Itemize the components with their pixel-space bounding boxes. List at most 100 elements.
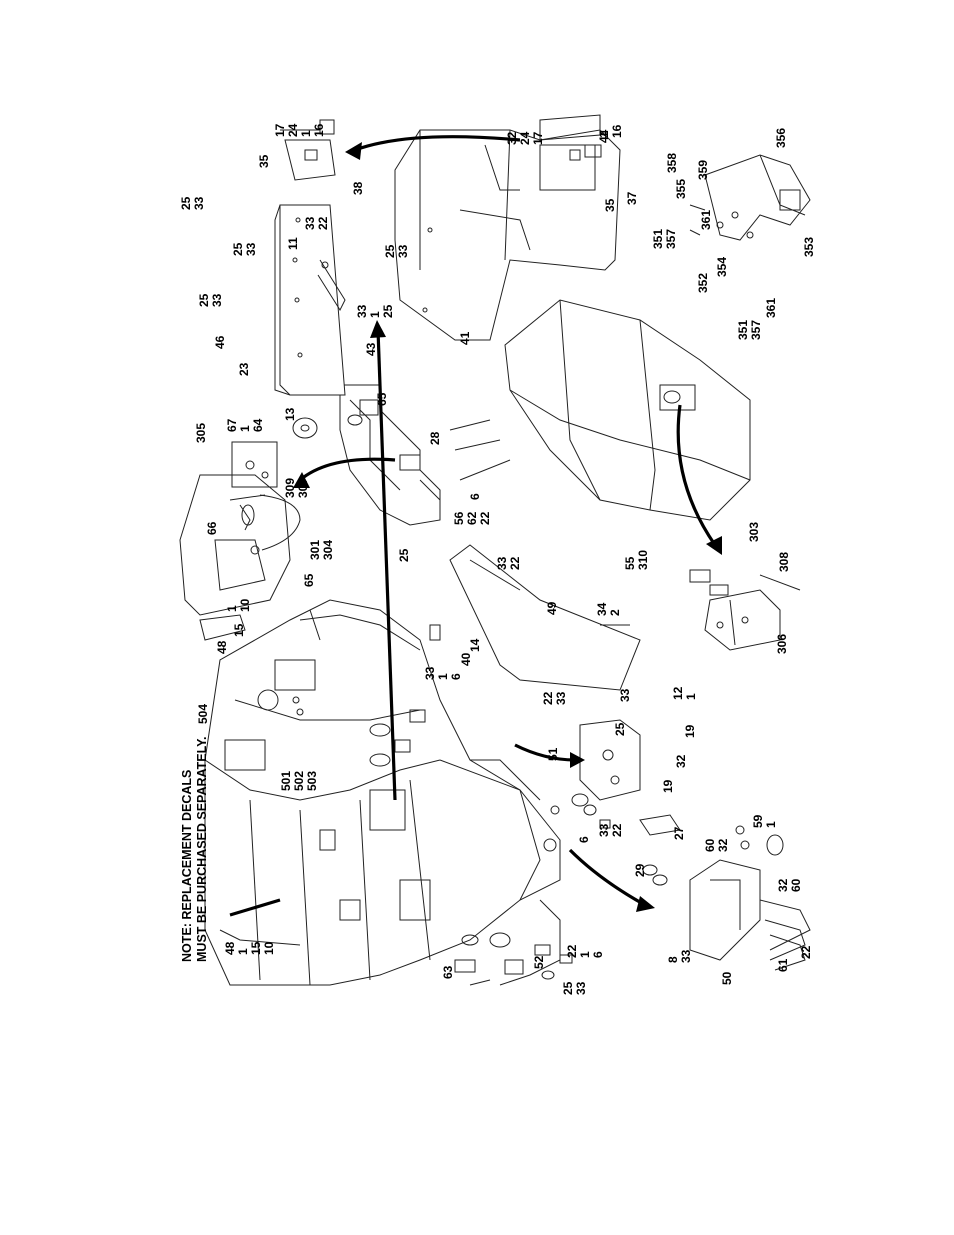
part-number-label: 361 bbox=[764, 298, 778, 318]
part-number-label: 22 bbox=[508, 556, 522, 570]
part-number-label: 301 bbox=[308, 540, 322, 560]
part-number-label: 32 bbox=[505, 131, 519, 145]
part-number-label: 25 bbox=[197, 293, 211, 307]
callout-504: 504 bbox=[196, 704, 210, 724]
part-number-label: 33 bbox=[210, 293, 224, 307]
part-number-label: 309 bbox=[283, 478, 297, 498]
part-number-label: 65 bbox=[375, 392, 389, 406]
part-number-label: 12 bbox=[671, 686, 685, 700]
arrow-frame-to-step bbox=[568, 848, 646, 907]
arrow-head-frame-to-hinge bbox=[370, 320, 386, 338]
step-assembly-drawing bbox=[639, 814, 811, 971]
part-number-label: 361 bbox=[699, 210, 713, 230]
part-number-label: 25 bbox=[383, 244, 397, 258]
part-number-label: 25 bbox=[613, 722, 627, 736]
part-number-label: 357 bbox=[749, 320, 763, 340]
part-number-label: 49 bbox=[545, 601, 559, 615]
part-number-label: 1 bbox=[578, 951, 592, 958]
part-number-label: 29 bbox=[633, 863, 647, 877]
part-number-label: 354 bbox=[715, 257, 729, 277]
part-number-label: 2 bbox=[608, 609, 622, 616]
part-number-label: 32 bbox=[716, 838, 730, 852]
callout-28: 28 bbox=[428, 431, 442, 445]
part-number-label: 25 bbox=[231, 242, 245, 256]
part-number-label: 358 bbox=[665, 153, 679, 173]
part-number-label: 356 bbox=[774, 128, 788, 148]
part-number-label: 1 bbox=[764, 821, 778, 828]
part-number-label: 6 bbox=[577, 836, 591, 843]
part-number-label: 33 bbox=[618, 688, 632, 702]
callout-29: 29 bbox=[633, 863, 647, 877]
part-number-label: 34 bbox=[595, 602, 609, 616]
part-number-label: 15 bbox=[249, 941, 263, 955]
part-number-label: 310 bbox=[636, 550, 650, 570]
part-number-label: 66 bbox=[205, 521, 219, 535]
callout-25-b: 25 bbox=[613, 722, 627, 736]
callout-65-b: 65 bbox=[302, 573, 316, 587]
part-number-label: 33 bbox=[495, 556, 509, 570]
part-number-label: 6 bbox=[449, 673, 463, 680]
callout-355: 355 bbox=[674, 179, 688, 199]
part-number-label: 22 bbox=[799, 945, 813, 959]
part-number-label: 351 bbox=[736, 320, 750, 340]
part-number-label: 33 bbox=[423, 666, 437, 680]
part-number-label: 35 bbox=[603, 198, 617, 212]
part-number-label: 1 bbox=[436, 673, 450, 680]
callout-66: 66 bbox=[205, 521, 219, 535]
part-number-label: 52 bbox=[532, 955, 546, 969]
part-number-label: 22 bbox=[610, 823, 624, 837]
part-number-label: 33 bbox=[192, 196, 206, 210]
line-art bbox=[179, 114, 811, 986]
part-number-label: 10 bbox=[238, 598, 252, 612]
part-number-label: 60 bbox=[789, 878, 803, 892]
part-number-label: 33 bbox=[679, 949, 693, 963]
part-number-label: 303 bbox=[747, 522, 761, 542]
note-block: NOTE: REPLACEMENT DECALS MUST BE PURCHAS… bbox=[180, 737, 209, 963]
part-number-label: 357 bbox=[664, 229, 678, 249]
hood-drawing bbox=[504, 299, 751, 521]
callout-23: 23 bbox=[237, 362, 251, 376]
callout-48-a: 48 bbox=[215, 640, 229, 654]
bracket-51-drawing bbox=[571, 719, 641, 807]
part-number-label: 22 bbox=[565, 944, 579, 958]
callout-14: 14 bbox=[468, 638, 482, 652]
part-number-label: 1 bbox=[368, 311, 382, 318]
part-number-label: 43 bbox=[364, 342, 378, 356]
part-number-label: 6 bbox=[468, 493, 482, 500]
part-number-label: 23 bbox=[237, 362, 251, 376]
part-number-label: 24 bbox=[286, 123, 300, 137]
part-number-label: 304 bbox=[321, 540, 335, 560]
part-number-label: 63 bbox=[441, 965, 455, 979]
assembly-arrows bbox=[229, 135, 722, 917]
callout-354: 354 bbox=[715, 257, 729, 277]
part-number-label: 33 bbox=[244, 242, 258, 256]
main-frame-drawing bbox=[204, 599, 561, 986]
part-number-label: 33 bbox=[355, 304, 369, 318]
part-number-label: 15 bbox=[232, 623, 246, 637]
part-number-label: 11 bbox=[286, 237, 300, 250]
part-number-label: 50 bbox=[720, 971, 734, 985]
part-number-label: 25 bbox=[179, 196, 193, 210]
callout-43: 43 bbox=[364, 342, 378, 356]
part-number-label: 351 bbox=[651, 229, 665, 249]
part-number-label: 22 bbox=[478, 511, 492, 525]
part-number-label: 62 bbox=[465, 511, 479, 525]
callout-352: 352 bbox=[696, 273, 710, 293]
callout-361-a: 361 bbox=[699, 210, 713, 230]
